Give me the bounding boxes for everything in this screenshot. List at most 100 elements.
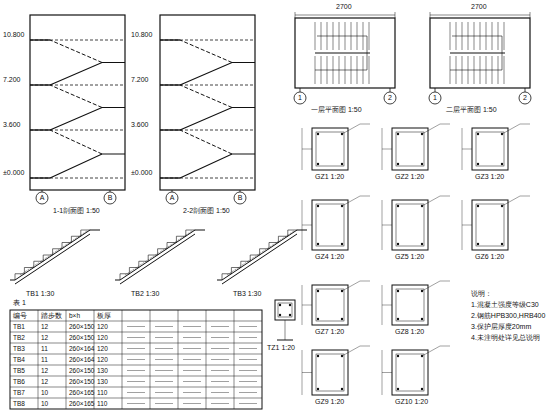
table-cell: TB7 (12, 389, 26, 396)
drawing-line (30, 129, 50, 130)
outline-rect (396, 354, 424, 391)
outline-rect (430, 18, 530, 88)
detail-title: GZ3 1:20 (474, 173, 505, 181)
outline-rect (472, 128, 508, 170)
outline-rect (472, 200, 508, 250)
drawing-line (30, 85, 125, 86)
drawing-line (302, 225, 312, 226)
detail-title: GZ9 1:20 (314, 398, 345, 406)
drawing-line (155, 370, 173, 371)
rebar-dot (477, 243, 479, 245)
rebar-dot (477, 163, 479, 165)
drawing-line (20, 231, 87, 275)
table-cell: 110 (96, 400, 108, 407)
detail-title: GZ4 1:20 (314, 253, 345, 261)
grid-axis: 1 (297, 94, 303, 102)
dimension: 2700 (335, 3, 353, 11)
table-cell: 12 (40, 323, 49, 330)
drawing-line (422, 196, 450, 206)
rebar-dot (317, 318, 319, 320)
drawing-line (160, 177, 180, 178)
grid-bubble (384, 92, 396, 104)
rebar-dot (397, 243, 399, 245)
table-cell: TB4 (12, 356, 26, 363)
table-cell: 10 (40, 389, 49, 396)
grid-axis: B (237, 194, 244, 202)
drawing-line (10, 332, 262, 333)
drawing-line (155, 381, 173, 382)
drawing-line (302, 149, 312, 150)
drawing-line (342, 196, 370, 206)
outline-rect (316, 132, 344, 166)
rebar-dot (341, 163, 343, 165)
drawing-line (10, 354, 262, 355)
rebar-dot (501, 243, 503, 245)
drawing-line (211, 348, 229, 349)
grid-axis: A (39, 194, 46, 202)
level-mark: 10.800 (2, 31, 25, 39)
table-cell: 260×164 (68, 345, 96, 352)
grid-bubble (36, 192, 48, 204)
drawing-line (10, 365, 262, 366)
drawing-line (302, 285, 303, 325)
rebar-dot (317, 243, 319, 245)
drawing-line (315, 22, 316, 50)
drawing-line (180, 40, 232, 63)
table-cell: TB1 (12, 323, 26, 330)
table-cell: 260×150 (68, 323, 96, 330)
drawing-line (155, 348, 173, 349)
drawing-line (180, 130, 232, 154)
table-cell: 260×165 (68, 389, 96, 396)
drawing-line (160, 40, 255, 41)
outline-rect (396, 204, 424, 246)
drawing-line (155, 326, 173, 327)
table-cell: TB3 (12, 345, 26, 352)
table-cell: 12 (40, 378, 49, 385)
drawing-line (295, 12, 296, 18)
table-cell: 120 (96, 334, 109, 341)
table-header: 板厚 (96, 312, 112, 319)
drawing-line (180, 63, 255, 86)
drawing-line (38, 310, 39, 409)
drawing-line (462, 149, 472, 150)
drawing-line (450, 53, 505, 54)
table-header: b×h (68, 312, 81, 319)
note-line: 2.钢筋HPB300,HRB400 (470, 312, 546, 320)
rebar-dot (397, 205, 399, 207)
drawing-line (462, 128, 463, 170)
drawing-line (211, 403, 229, 404)
outline-rect (312, 350, 348, 395)
drawing-line (160, 85, 255, 86)
drawing-line (160, 84, 180, 85)
drawing-line (30, 130, 125, 131)
drawing-line (239, 337, 257, 338)
drawing-line (295, 15, 395, 16)
note-line: 1.混凝土强度等级C30 (470, 301, 540, 309)
detail-title: GZ1 1:20 (314, 173, 345, 181)
drawing-line (183, 337, 201, 338)
drawing-line (422, 281, 450, 291)
table-cell: 12 (40, 334, 49, 341)
drawing-line (15, 234, 90, 284)
outline-rect (316, 289, 344, 321)
rebar-dot (317, 163, 319, 165)
drawing-line (160, 129, 180, 130)
rebar-dot (421, 163, 423, 165)
grid-bubble (294, 92, 306, 104)
rebar-dot (341, 318, 343, 320)
rebar-dot (289, 314, 291, 316)
outline-rect (392, 350, 428, 395)
detail-title: GZ6 1:20 (474, 253, 505, 261)
rebar-dot (397, 290, 399, 292)
drawing-line (180, 85, 232, 108)
table-cell: 260×164 (68, 356, 96, 363)
detail-title: TZ1 1:20 (266, 344, 296, 352)
grid-axis: B (107, 194, 114, 202)
drawing-line (315, 36, 367, 70)
table-cell: TB5 (12, 367, 26, 374)
detail-title: GZ7 1:20 (314, 328, 345, 336)
rebar-dot (317, 388, 319, 390)
rebar-dot (397, 355, 399, 357)
rebar-dot (501, 163, 503, 165)
